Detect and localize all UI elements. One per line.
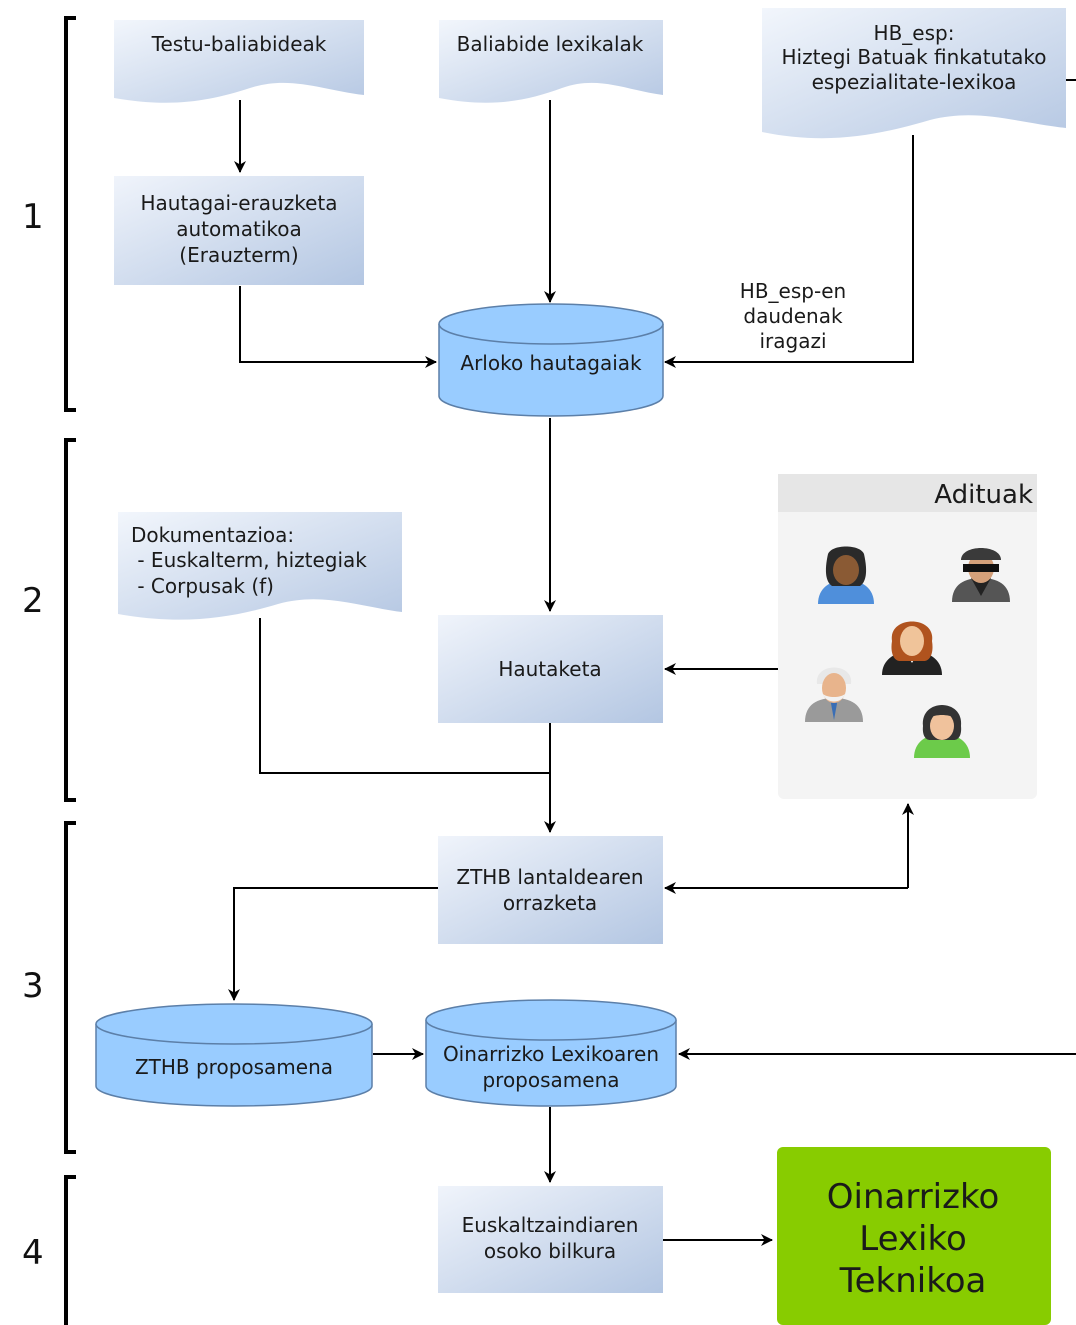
process-ztbh-orrazketa: ZTHB lantaldearen orrazketa [438,836,663,944]
process-label: Euskaltzaindiaren [462,1213,639,1237]
experts-panel: Adituak [778,474,1037,799]
stage-number: 4 [22,1233,44,1273]
stage-number: 2 [22,581,44,621]
document-label: - Euskalterm, hiztegiak [131,548,367,572]
final-output-label: Lexiko [859,1219,967,1259]
edge-hautagai-arloko [239,286,437,368]
old-man-icon [805,667,863,722]
document-label: HB_esp: [874,21,955,45]
process-label: Hautagai-erauzketa [140,191,337,215]
database-ztbh-proposamena: ZTHB proposamena [95,1003,373,1107]
process-hautagai-erauzketa: Hautagai-erauzketa automatikoa (Erauzter… [114,176,364,285]
process-label: (Erauzterm) [179,243,298,267]
stage-bracket-2: 2 [22,438,76,802]
stage-number: 3 [22,966,44,1006]
stage-number: 1 [22,197,44,237]
stage-bracket-3: 3 [22,821,76,1154]
stage-bracket-4: 4 [22,1175,76,1325]
final-output-label: Teknikoa [839,1261,987,1301]
edge-hbesp-arloko [664,135,914,368]
document-label: espezialitate-lexikoa [812,70,1017,94]
experts-title: Adituak [934,480,1033,510]
process-label: Hautaketa [498,657,601,681]
document-baliabide-lexikalak: Baliabide lexikalak [439,20,663,103]
database-label: ZTHB proposamena [135,1055,333,1079]
database-label: Oinarrizko Lexikoaren [443,1042,659,1066]
process-label: automatikoa [176,217,302,241]
database-oinarrizko-proposamena: Oinarrizko Lexikoaren proposamena [425,999,677,1107]
database-arloko-hautagaiak: Arloko hautagaiak [438,303,664,417]
final-output-box: Oinarrizko Lexiko Teknikoa [777,1147,1051,1325]
database-label: Arloko hautagaiak [460,351,642,375]
woman-icon [882,621,942,675]
database-label: proposamena [482,1068,619,1092]
document-label: Dokumentazioa: [131,523,294,547]
document-hb-esp: HB_esp: Hiztegi Batuak finkatutako espez… [762,8,1066,139]
final-output-label: Oinarrizko [827,1177,1000,1217]
process-label: ZTHB lantaldearen [456,865,643,889]
document-label: Testu-baliabideak [151,32,327,56]
document-label: - Corpusak (f) [131,574,274,598]
spy-icon [952,548,1010,602]
process-euskaltzaindia: Euskaltzaindiaren osoko bilkura [438,1186,663,1293]
stage-bracket-1: 1 [22,16,76,412]
edge-dokumentazioa-merge [259,618,550,774]
person-icon [914,705,970,758]
connectors [228,79,1076,1246]
document-label: Baliabide lexikalak [457,32,644,56]
person-icon [818,546,874,604]
edge-label: daudenak [743,304,843,328]
edge-label: HB_esp-en [740,279,846,303]
document-testu-baliabideak: Testu-baliabideak [114,20,364,103]
document-dokumentazioa: Dokumentazioa: - Euskalterm, hiztegiak -… [118,512,402,620]
process-label: orrazketa [503,891,597,915]
edge-label: iragazi [759,329,826,353]
process-label: osoko bilkura [484,1239,616,1263]
edge-orrazketa-ztbh [228,887,438,1001]
process-hautaketa: Hautaketa [438,615,663,723]
document-label: Hiztegi Batuak finkatutako [781,45,1046,69]
edge-label-hb-filter: HB_esp-en daudenak iragazi [740,279,846,353]
